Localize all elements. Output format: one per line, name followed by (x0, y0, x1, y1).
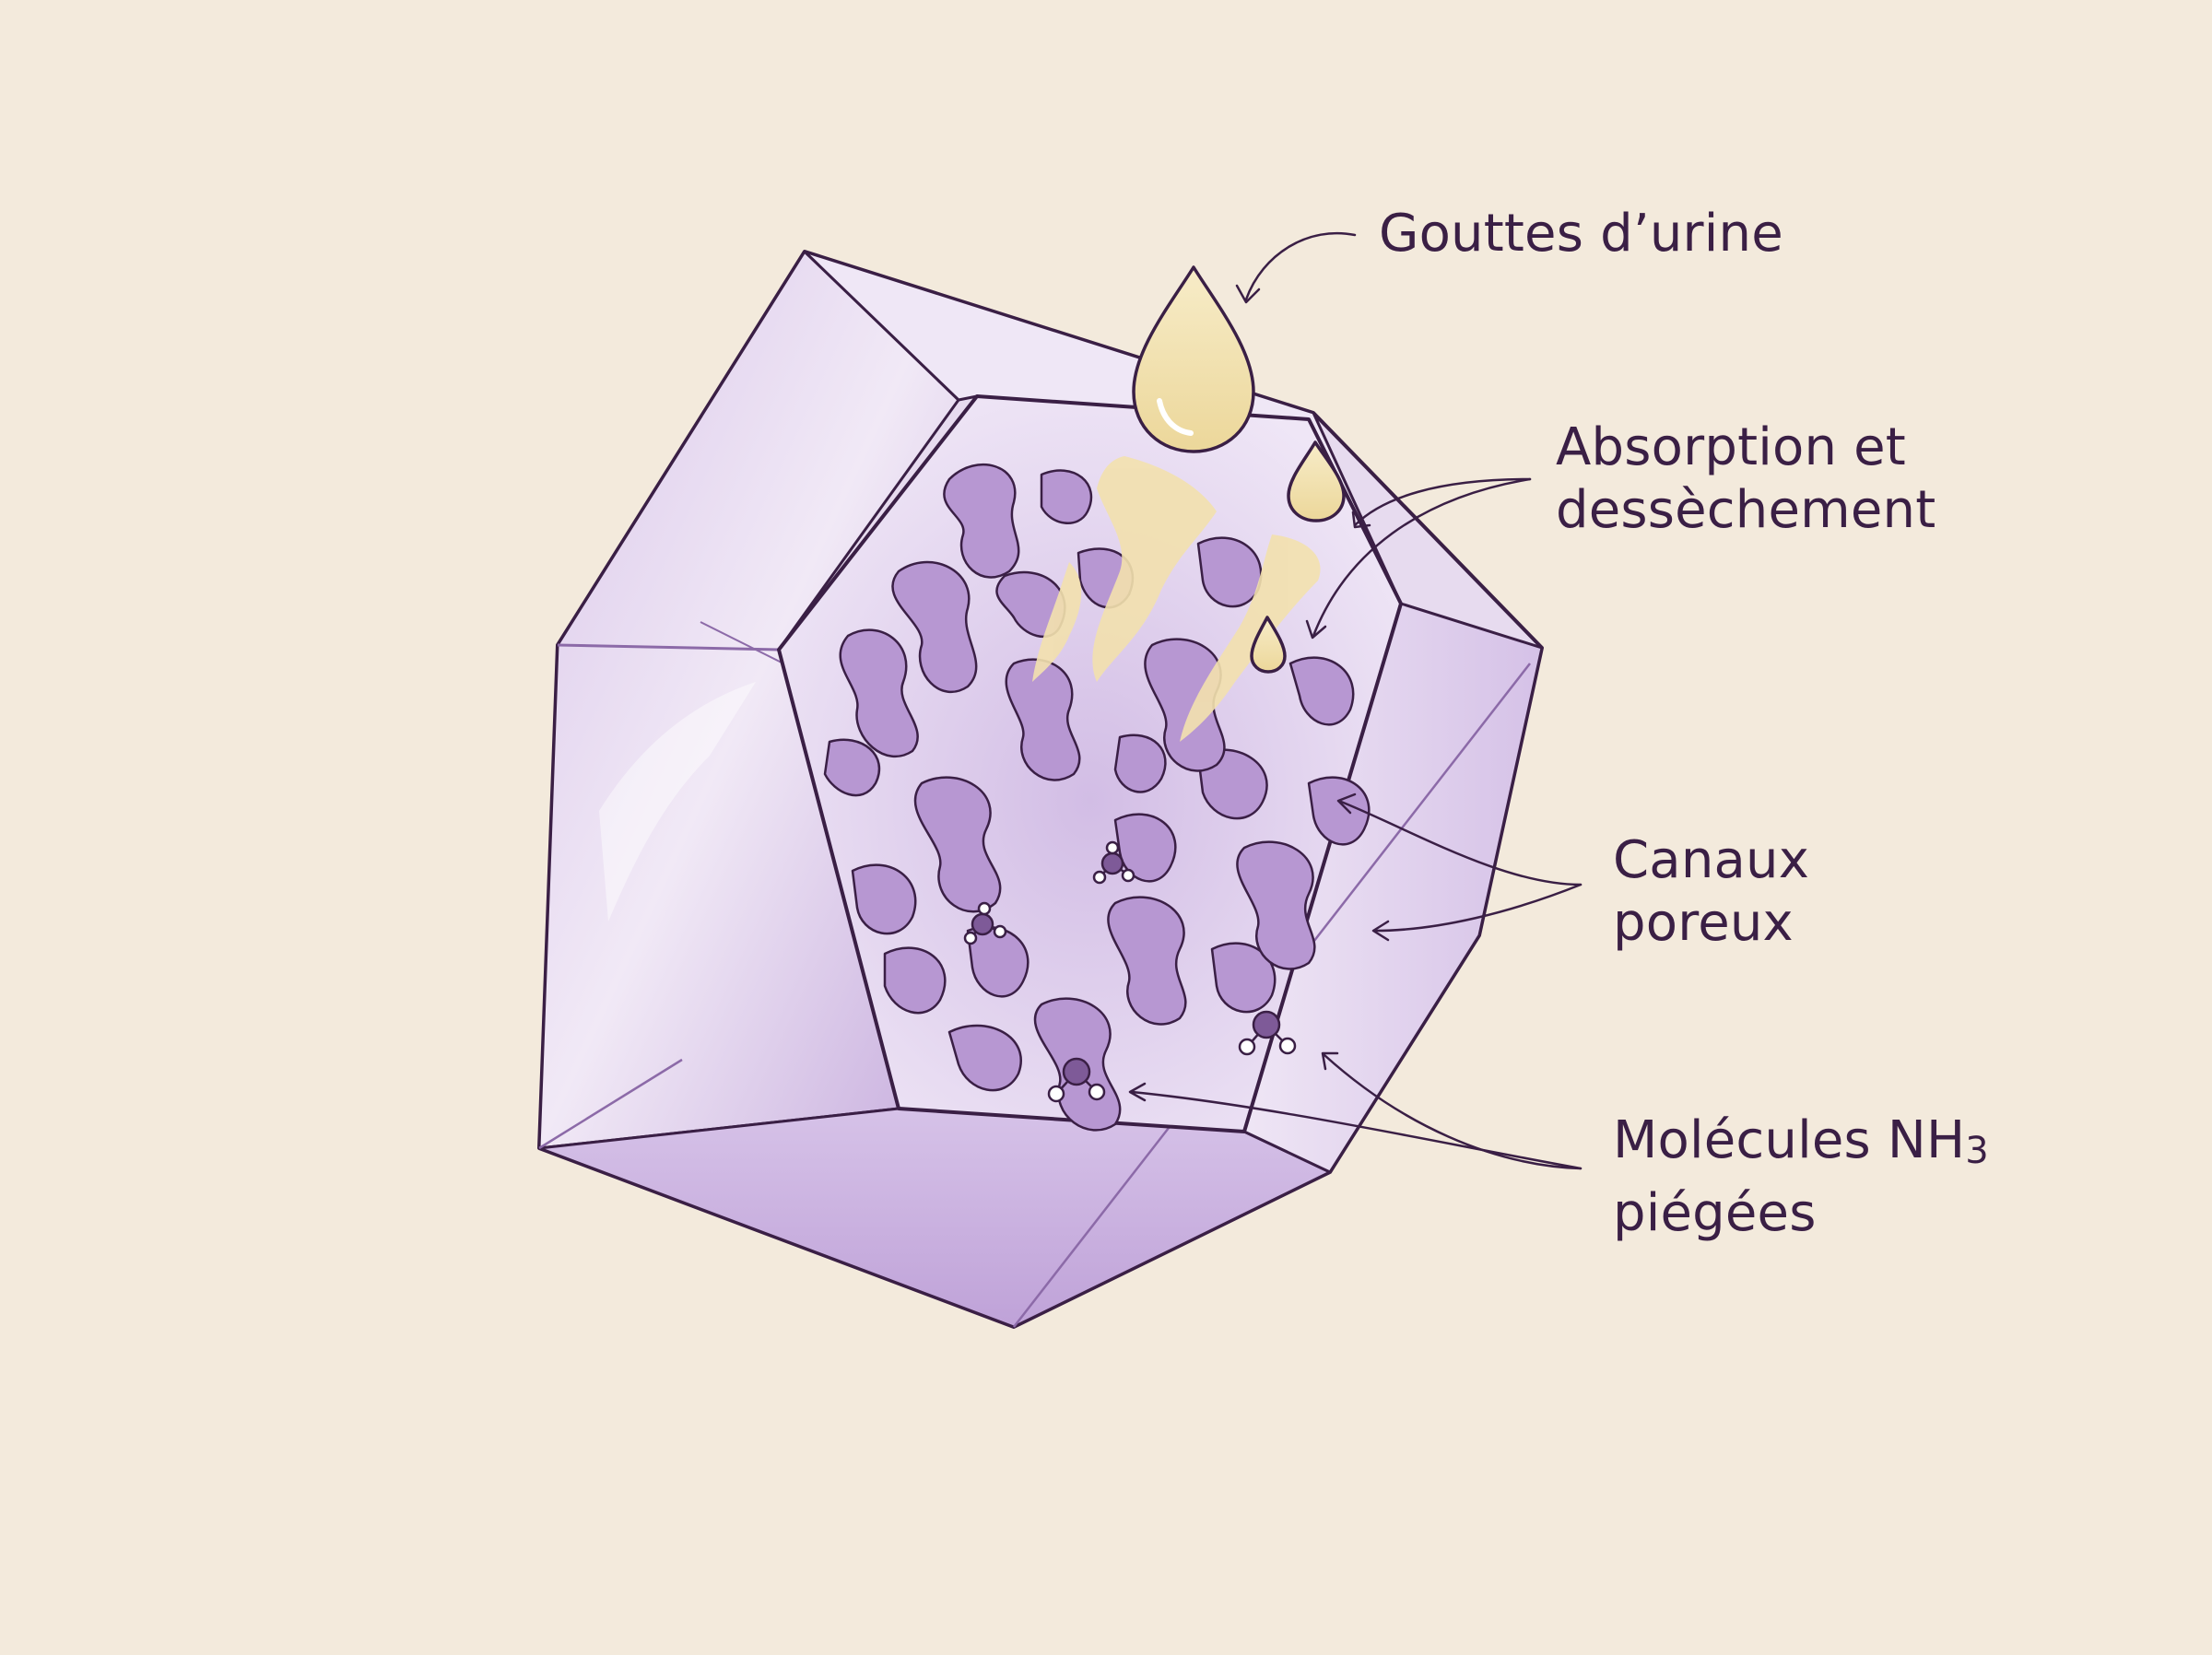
urine-infiltration (1032, 456, 1321, 742)
label-trapped-molecules: Molécules NH3 piégées (1613, 1109, 1989, 1245)
nh3-molecule (1238, 1010, 1297, 1056)
cut-face (777, 394, 1403, 1133)
pore (943, 464, 1020, 579)
pore (1210, 942, 1277, 1014)
crystal-highlight (599, 682, 756, 921)
label-absorption-line2: dessèchement (1556, 480, 1936, 540)
drop-large (1132, 265, 1255, 453)
pore (1107, 896, 1187, 1026)
label-urine-drops-line1: Gouttes d’urine (1379, 204, 1783, 264)
pore (1040, 469, 1093, 524)
pore (1005, 658, 1081, 781)
arrow-drops (1244, 231, 1357, 301)
label-absorption-line1: Absorption et (1556, 417, 1906, 477)
nh3-molecule (1047, 1057, 1106, 1103)
arrowhead (1321, 1051, 1339, 1071)
pore (1144, 638, 1226, 772)
pore (891, 560, 978, 694)
label-molecules-line2: piégées (1613, 1183, 1817, 1243)
arrowhead (1235, 284, 1261, 304)
pore (913, 776, 1002, 913)
arrow-channels-2 (1373, 883, 1583, 933)
arrow-molecules-2 (1130, 1090, 1583, 1170)
crystal-facet-bottom (537, 1107, 1332, 1329)
label-molecules-line1: Molécules NH (1613, 1110, 1966, 1170)
trapped-molecules (963, 840, 1297, 1103)
pore (1113, 734, 1167, 793)
urine-stream (1180, 534, 1321, 742)
pore (1288, 656, 1355, 726)
nh3-molecule (1092, 840, 1135, 885)
arrowhead (1371, 920, 1390, 942)
pore (1236, 840, 1316, 970)
label-urine-drops: Gouttes d’urine (1379, 203, 1783, 265)
arrowhead (1351, 511, 1371, 529)
urine-stream (1032, 562, 1082, 682)
arrowhead (1305, 619, 1327, 640)
drop-medium (1287, 440, 1346, 522)
pore (851, 863, 917, 935)
porous-channels (823, 464, 1371, 1132)
annotation-arrows (1128, 231, 1583, 1170)
crystal-crease-1 (557, 643, 780, 651)
arrow-absorption-1 (1353, 477, 1532, 527)
label-absorption: Absorption et dessèchement (1556, 417, 1936, 542)
nh3-molecule (963, 901, 1007, 945)
pore (839, 628, 919, 758)
urine-drops (1132, 265, 1346, 674)
label-molecules-subscript: 3 (1965, 1130, 1989, 1172)
pore (947, 1024, 1022, 1092)
arrow-channels-1 (1339, 800, 1583, 886)
drop-highlight (1157, 398, 1194, 436)
label-channels-line2: poreux (1613, 893, 1794, 953)
pore (883, 946, 947, 1015)
arrowhead (1128, 1082, 1147, 1102)
label-porous-channels: Canaux poreux (1613, 829, 1809, 955)
arrowhead (1336, 792, 1357, 815)
arrow-absorption-2 (1312, 477, 1532, 638)
urine-stream (1092, 456, 1217, 682)
label-molecules-line1-wrap: Molécules NH3 (1613, 1109, 1989, 1182)
label-channels-line1: Canaux (1613, 830, 1810, 890)
drop-small (1250, 616, 1287, 674)
pore (823, 738, 881, 797)
crystal-crease-3 (538, 1058, 683, 1150)
arrow-molecules-1 (1323, 1053, 1583, 1170)
